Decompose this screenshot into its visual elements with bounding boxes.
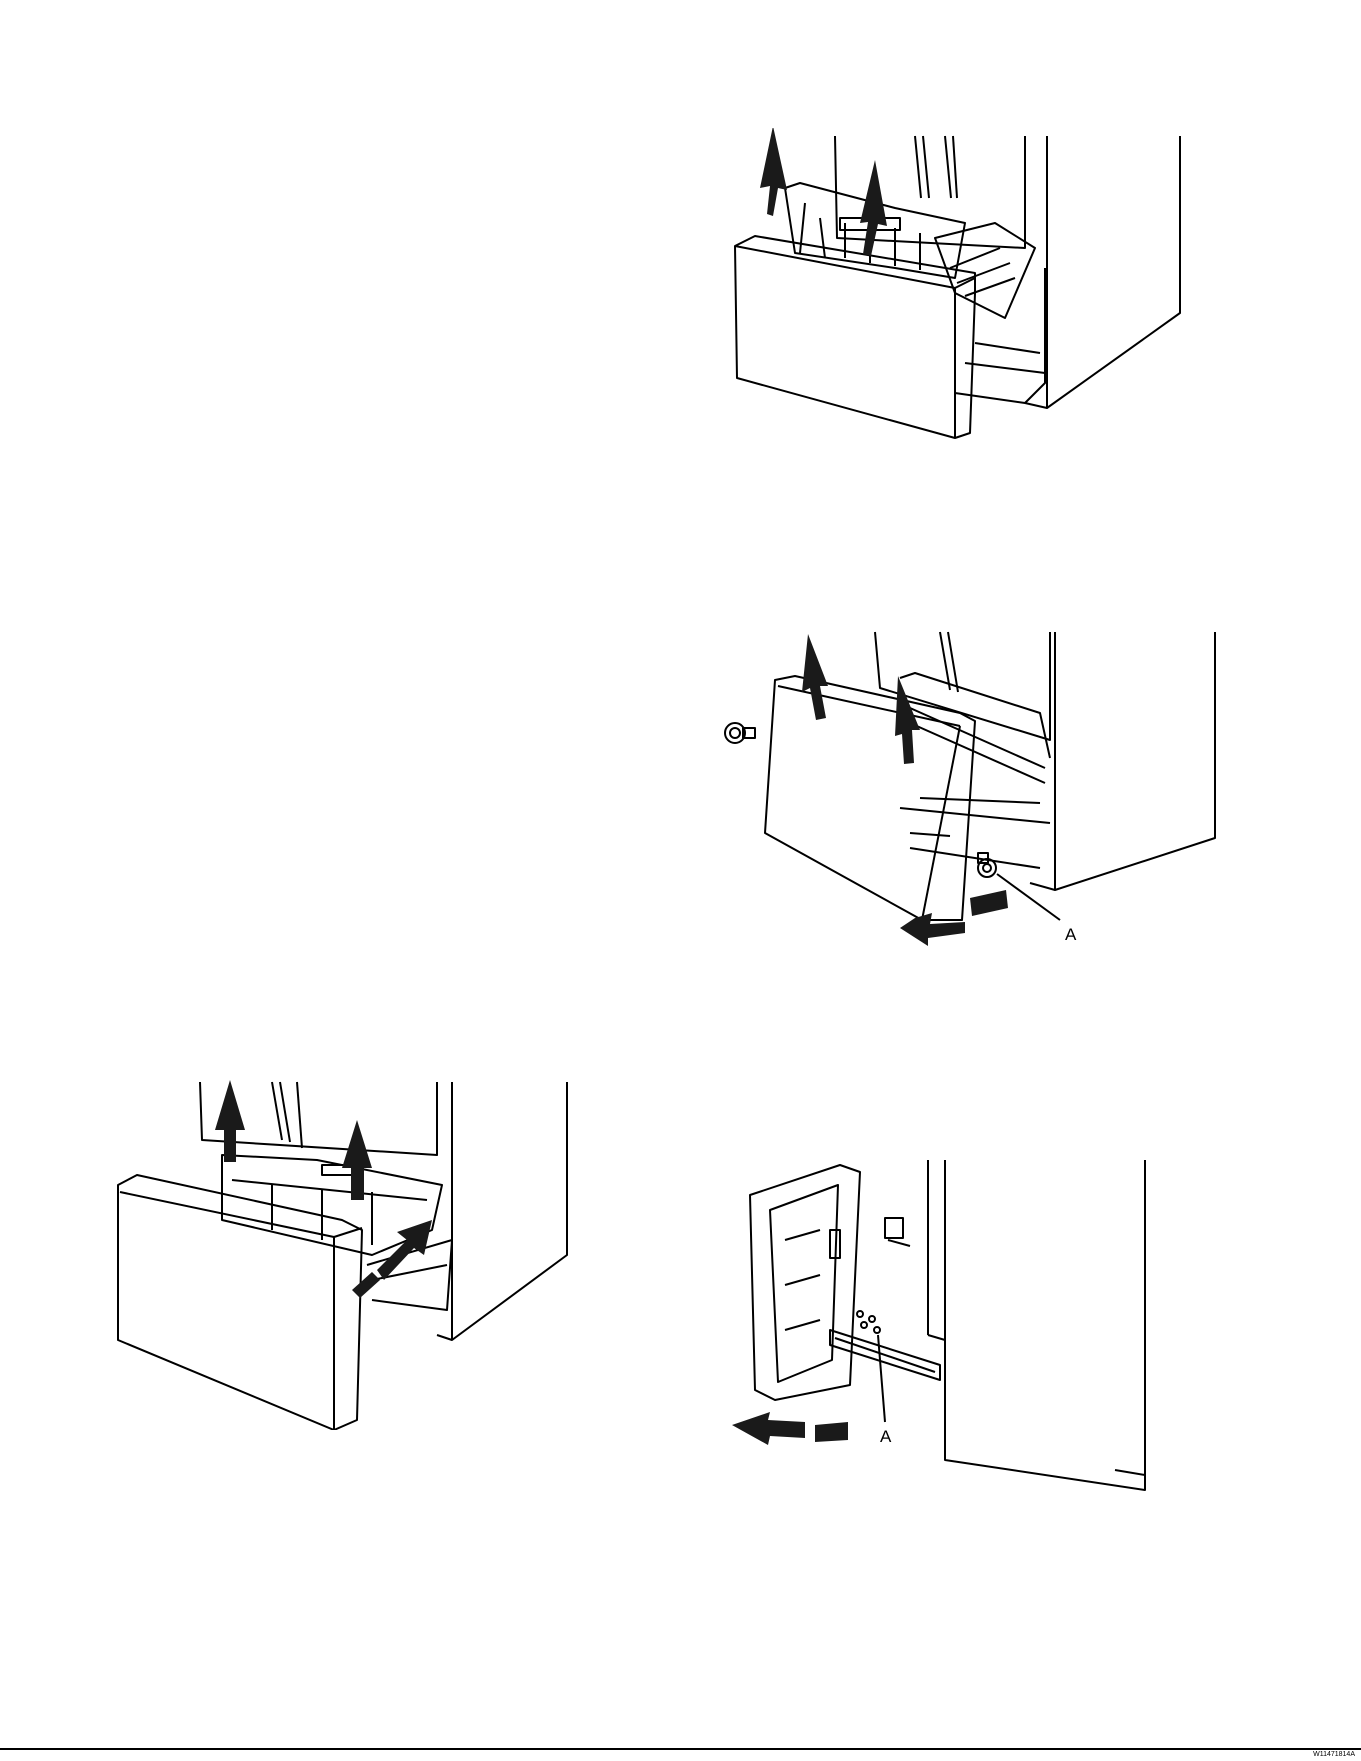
footer-rule: [0, 1748, 1361, 1750]
footer-code: W11471814A: [1313, 1751, 1355, 1758]
figure-lift-drawer-bin-drawing: [112, 1080, 582, 1430]
figure-lift-drawer-bin: [112, 1080, 582, 1430]
figure-remove-baskets-drawing: [725, 128, 1195, 488]
up-arrow-icon: [802, 634, 828, 720]
left-arrow-icon: [732, 1412, 805, 1445]
lift-arrows: [760, 128, 887, 256]
up-arrow-icon: [342, 1120, 372, 1200]
up-arrow-icon: [215, 1080, 245, 1162]
callout-a: A: [880, 1427, 892, 1446]
callout-a: A: [1065, 925, 1077, 944]
left-arrow-icon: [970, 890, 1008, 916]
screw-icon: [874, 1327, 880, 1333]
up-arrow-icon: [760, 128, 787, 216]
figure-remove-rails: A: [720, 1140, 1170, 1520]
up-arrow-icon: [860, 160, 887, 256]
screw-icon: [857, 1311, 863, 1317]
left-arrow-icon: [815, 1422, 848, 1442]
up-arrow-icon: [895, 676, 920, 764]
figure-remove-drawer-front: A: [710, 628, 1230, 988]
screw-icon: [869, 1316, 875, 1322]
left-arrow-icon: [900, 913, 965, 946]
figure-remove-drawer-front-drawing: A: [710, 628, 1230, 988]
screw-icon: [725, 723, 755, 743]
figure-remove-rails-drawing: A: [720, 1140, 1170, 1520]
diagonal-arrow-icon: [352, 1272, 380, 1298]
figure-remove-baskets: [725, 128, 1195, 488]
screw-icon: [978, 853, 996, 877]
screw-icon: [861, 1322, 867, 1328]
